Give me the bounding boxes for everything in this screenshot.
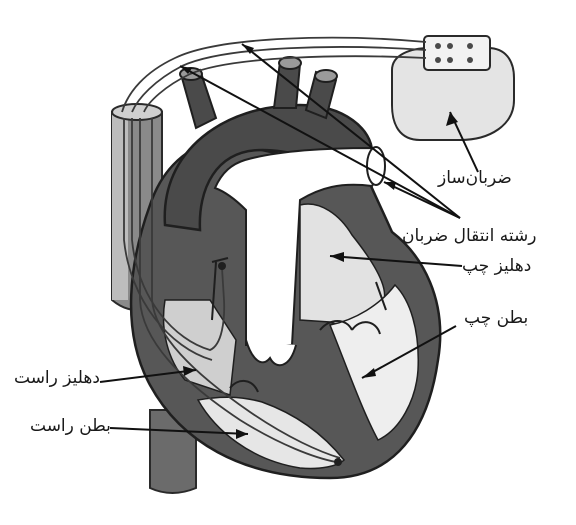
- pulmonary-valve: [245, 339, 297, 367]
- pointer-lead-top: [241, 43, 461, 219]
- arrowhead-right-ventricle: [236, 429, 248, 439]
- left-ventricle-chamber: [328, 283, 419, 441]
- label-pacemaker: ضربان‌ساز: [438, 168, 512, 188]
- pointer-left-atrium: [329, 255, 463, 267]
- pointer-right-ventricle: [109, 427, 249, 435]
- annotation-pointers: [99, 43, 479, 435]
- pointer-lead-mid: [179, 65, 461, 219]
- label-left-atrium: دهلیز چپ: [462, 256, 532, 276]
- pulmonary-artery-opening: [366, 146, 386, 186]
- arrowhead-left-ventricle: [362, 368, 376, 378]
- arrowhead-right-atrium: [183, 366, 196, 376]
- label-left-ventricle: بطن چپ: [464, 308, 529, 328]
- label-right-ventricle: بطن راست: [30, 416, 111, 436]
- pacing-lead-wires: [121, 36, 427, 463]
- lead-tip-atrium: [218, 262, 226, 270]
- arrowhead-lead-pa: [384, 182, 396, 190]
- right-ventricle-chamber: [196, 396, 346, 470]
- pointer-right-atrium: [99, 369, 197, 383]
- arrowhead-left-atrium: [330, 252, 344, 262]
- lead-tip-ventricle: [334, 458, 342, 466]
- arrowhead-lead-mid: [180, 66, 192, 74]
- heart-valves: [211, 257, 387, 393]
- arrowhead-lead-top: [242, 44, 254, 54]
- arrowhead-pacemaker: [446, 112, 458, 126]
- pointer-arrowheads: [180, 44, 458, 439]
- pulmonary-artery: [213, 146, 379, 346]
- label-right-atrium: دهلیز راست: [14, 368, 100, 388]
- pacemaker-generator: [391, 35, 515, 141]
- label-pacing-lead: رشته انتقال ضربان: [402, 226, 537, 246]
- pointer-left-ventricle: [361, 325, 457, 379]
- pointer-lead-pa: [383, 181, 461, 219]
